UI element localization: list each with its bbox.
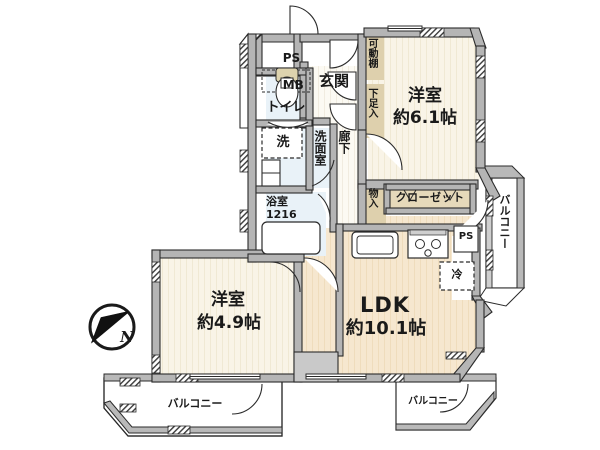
ldk-name: LDK	[359, 293, 411, 317]
balcony-east-label: バルコニー	[498, 194, 511, 249]
compass-icon	[88, 303, 136, 351]
storage-label: 物入	[366, 188, 377, 208]
genkan-label: 玄関	[318, 72, 349, 90]
bathroom-size-label: 1216	[266, 208, 297, 221]
toilet-label: トイレ	[266, 100, 306, 115]
bathroom-label: 浴室	[266, 195, 288, 208]
walls	[151, 27, 501, 383]
second-bedroom-name: 洋室	[211, 290, 245, 310]
second-bedroom-area: 約4.9帖	[196, 313, 262, 333]
closet-label: クローゼット	[395, 191, 465, 204]
main-bedroom-name: 洋室	[408, 86, 442, 106]
ps-kitchen-label: PS	[458, 231, 474, 242]
ps-mb-label: PS MB	[282, 50, 304, 93]
balcony-shapes	[103, 165, 526, 437]
compass-north-label: N	[120, 328, 134, 346]
main-bedroom-area: 約6.1帖	[392, 108, 458, 128]
doors	[231, 5, 489, 415]
balcony-south-west-label: バルコニー	[167, 397, 223, 410]
refrigerator-label: 冷	[451, 268, 463, 281]
washing-machine-label: 洗	[276, 135, 290, 150]
senmen-room-label: 洗面室	[313, 130, 327, 166]
balcony-south-east-label: バルコニー	[408, 396, 458, 407]
fixtures	[189, 25, 479, 380]
ldk-area: 約10.1帖	[345, 318, 427, 339]
wall-section-hatches	[119, 27, 494, 435]
movable-shelf-label: 可動棚	[366, 38, 377, 68]
toilet-fixture	[261, 67, 311, 108]
shoe-cabinet-label: 下足入	[366, 88, 377, 118]
corridor-label: 廊下	[337, 130, 351, 154]
